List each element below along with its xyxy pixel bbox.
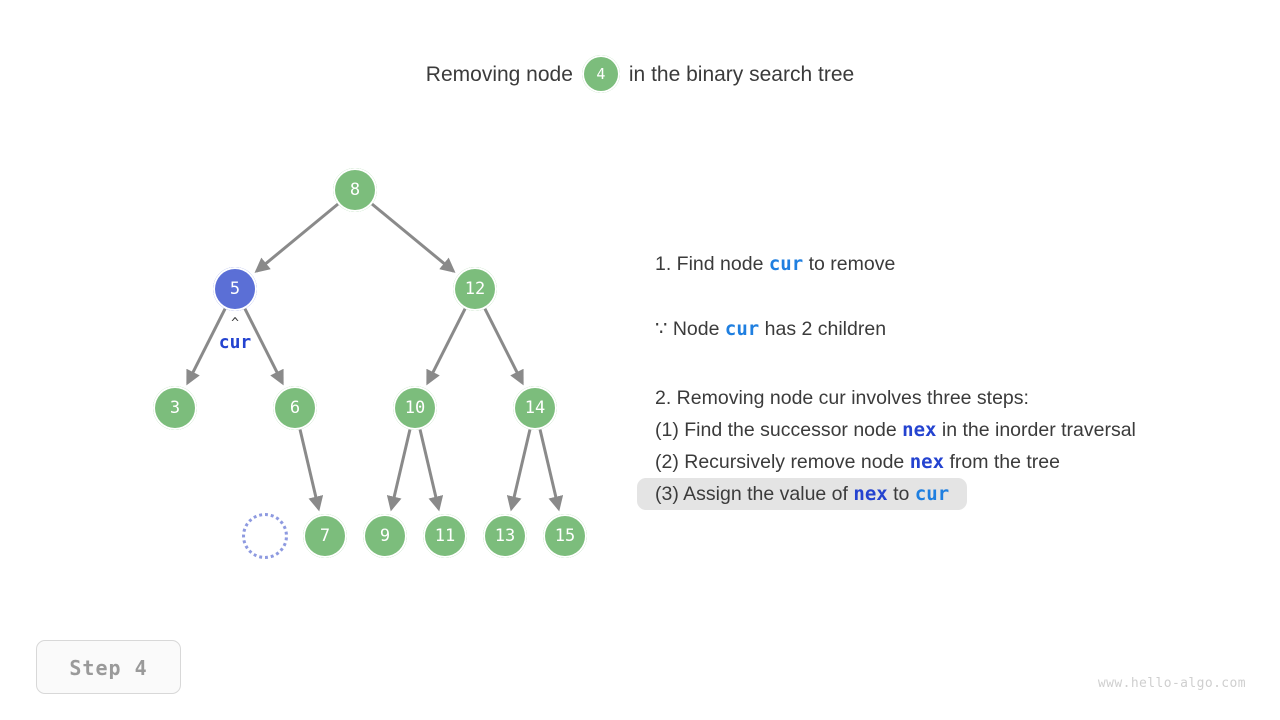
- tree-node-10: 10: [393, 386, 437, 430]
- tree-edge-n5-n6: [243, 307, 284, 386]
- explanation-line-4: (1) Find the successor node nex in the i…: [637, 414, 1154, 446]
- line1-suffix: to remove: [808, 253, 896, 275]
- title-node-badge: 4: [581, 55, 620, 93]
- page-title: Removing node 4 in the binary search tree: [0, 55, 1280, 94]
- line5-keyword-nex: nex: [909, 451, 945, 473]
- explanation-line-2: ∵ Node cur has 2 children: [637, 313, 904, 345]
- tree-node-9: 9: [363, 514, 407, 558]
- tree-edge-n10-n11: [418, 429, 444, 512]
- line6-keyword-nex: nex: [853, 483, 888, 505]
- tree-node-8: 8: [333, 168, 377, 212]
- tree-edges: [186, 202, 564, 512]
- tree-node-12: 12: [453, 267, 497, 311]
- tree-edge-n14-n15: [538, 429, 564, 512]
- tree-edge-n8-n12: [371, 202, 456, 273]
- tree-node-3: 3: [153, 386, 197, 430]
- line1-prefix: 1. Find node: [655, 253, 764, 275]
- tree-edge-n8-n5: [254, 202, 339, 273]
- line5-suffix: from the tree: [949, 451, 1060, 473]
- line6-middle: to: [893, 483, 910, 505]
- line2-suffix: has 2 children: [764, 318, 887, 340]
- explanation-line-5: (2) Recursively remove node nex from the…: [637, 446, 1078, 478]
- line4-prefix: (1) Find the successor node: [655, 419, 897, 441]
- watermark: www.hello-algo.com: [1097, 676, 1246, 691]
- tree-node-7: 7: [303, 514, 347, 558]
- line2-keyword-cur: cur: [724, 318, 760, 340]
- tree-node-removed-placeholder: [242, 513, 288, 559]
- explanation-line-3: 2. Removing node cur involves three step…: [637, 382, 1047, 414]
- tree-node-5: 5: [213, 267, 257, 311]
- line1-keyword-cur: cur: [768, 253, 804, 275]
- tree-node-14: 14: [513, 386, 557, 430]
- tree-edge-n14-n13: [506, 429, 532, 512]
- line4-suffix: in the inorder traversal: [941, 419, 1136, 441]
- line6-keyword-cur: cur: [914, 483, 950, 505]
- explanation-panel: 1. Find node cur to remove ∵ Node cur ha…: [637, 248, 1267, 510]
- line4-keyword-nex: nex: [902, 419, 937, 441]
- tree-node-11: 11: [423, 514, 467, 558]
- explanation-line-6-active: (3) Assign the value of nex to cur: [637, 478, 968, 510]
- cur-pointer-label: cur: [218, 332, 252, 353]
- tree-edge-n12-n10: [426, 307, 467, 386]
- tree-node-6: 6: [273, 386, 317, 430]
- tree-edge-n10-n9: [386, 429, 412, 512]
- line6-prefix: (3) Assign the value of: [655, 483, 848, 505]
- explanation-line-1: 1. Find node cur to remove: [637, 248, 913, 280]
- line5-prefix: (2) Recursively remove node: [655, 451, 905, 473]
- title-prefix: Removing node: [425, 63, 573, 86]
- cur-pointer-annotation: ^ cur: [190, 316, 280, 354]
- cur-caret-icon: ^: [231, 316, 239, 331]
- tree-edge-n5-n3: [186, 307, 227, 386]
- tree-edge-n6-n7: [298, 429, 324, 512]
- title-suffix: in the binary search tree: [628, 63, 855, 86]
- step-badge: Step 4: [36, 640, 181, 694]
- line2-prefix: ∵ Node: [655, 318, 720, 340]
- tree-node-15: 15: [543, 514, 587, 558]
- tree-edge-n12-n14: [483, 307, 524, 386]
- tree-node-13: 13: [483, 514, 527, 558]
- line3-text: 2. Removing node cur involves three step…: [655, 387, 1029, 409]
